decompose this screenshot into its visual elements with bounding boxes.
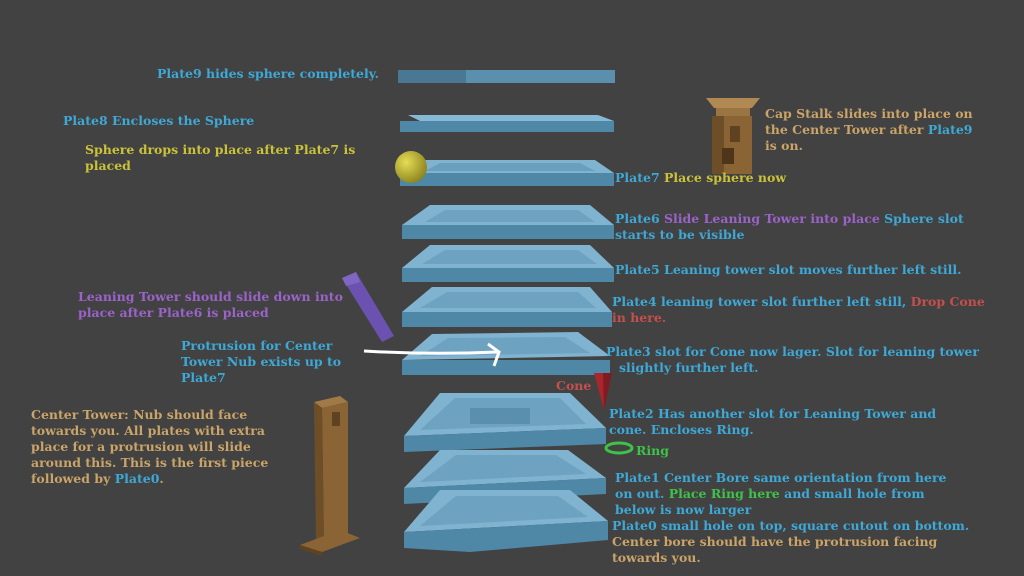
cap-stalk-note-line2: the Center Tower after Plate9	[765, 122, 973, 138]
plate9-left-label: Plate9 hides sphere completely.	[157, 66, 379, 81]
cap-stalk-note-text: the Center Tower after	[765, 122, 928, 137]
plate1-label-line2: on out. Place Ring here and small hole f…	[615, 486, 925, 502]
ring	[604, 441, 634, 455]
plate6-label-line1: Plate6 Slide Leaning Tower into place Sp…	[615, 211, 964, 227]
plate1-label-line1: Plate1 Center Bore same orientation from…	[615, 470, 947, 485]
plate7-instruction: Place sphere now	[664, 170, 787, 185]
plate4-label-line2: in here.	[612, 310, 667, 325]
plate6	[402, 205, 614, 239]
plate7-name: Plate7	[615, 170, 665, 185]
plate7-label: Plate7 Place sphere now	[615, 170, 786, 186]
plate6-sphere-slot: Sphere slot	[884, 211, 964, 226]
cone-label: Cone	[556, 378, 592, 393]
plate0-label-line3: towards you.	[612, 550, 701, 565]
plate1-label-line3: below is now larger	[615, 502, 752, 517]
sphere-note-line1: Sphere drops into place after Plate7 is	[85, 142, 356, 157]
plate5	[402, 245, 614, 282]
cap-stalk-note-line3: is on.	[765, 138, 803, 153]
leaning-tower-note-line2: place after Plate6 is placed	[78, 305, 269, 320]
plate2-label-line2: cone. Encloses Ring.	[609, 422, 754, 437]
leaning-tower	[342, 272, 394, 342]
plate5-label: Plate5 Leaning tower slot moves further …	[615, 262, 962, 277]
plate4-drop-cone: Drop Cone	[910, 294, 985, 309]
plate9	[398, 70, 615, 83]
cap-stalk-note-plate9: Plate9	[927, 122, 973, 137]
center-tower-note-line1: Center Tower: Nub should face	[31, 407, 248, 422]
plate8	[400, 115, 614, 132]
plate2	[404, 393, 606, 452]
plate8-left-label: Plate8 Encloses the Sphere	[63, 113, 255, 128]
plate1-text: on out.	[615, 486, 669, 501]
protrusion-note-line1: Protrusion for Center	[181, 338, 333, 353]
center-tower-note-line3: place for a protrusion will slide	[31, 439, 251, 454]
plate1-place-ring: Place Ring here	[668, 486, 780, 501]
center-tower-note-line2: towards you. All plates with extra	[31, 423, 265, 438]
plate0	[404, 490, 608, 552]
center-tower-note-plate0: Plate0	[114, 471, 160, 486]
center-tower-note-line4: around this. This is the first piece	[31, 455, 269, 470]
protrusion-arrow	[363, 342, 501, 367]
plate3-label-line1: Plate3 slot for Cone now lager. Slot for…	[606, 344, 979, 359]
plate6-label-line2: starts to be visible	[615, 227, 745, 242]
protrusion-note-line2: Tower Nub exists up to	[181, 354, 342, 369]
center-tower-note-period: .	[159, 471, 164, 486]
plate6-name: Plate6	[615, 211, 665, 226]
plate6-instruction: Slide Leaning Tower into place	[664, 211, 885, 226]
plate4	[402, 287, 612, 327]
sphere	[395, 151, 427, 183]
center-tower-note-text: followed by	[31, 471, 115, 486]
plate4-text: Plate4 leaning tower slot further left s…	[612, 294, 911, 309]
plate2-label-line1: Plate2 Has another slot for Leaning Towe…	[609, 406, 937, 421]
leaning-tower-note-line1: Leaning Tower should slide down into	[78, 289, 343, 304]
center-tower-note-line5: followed by Plate0.	[31, 471, 164, 487]
protrusion-note-line3: Plate7	[181, 370, 226, 385]
center-tower	[300, 396, 360, 556]
cap-stalk	[706, 98, 760, 174]
ring-label: Ring	[636, 443, 669, 458]
plate0-label-line2: Center bore should have the protrusion f…	[612, 534, 938, 549]
cone	[594, 373, 612, 410]
sphere-note-line2: placed	[85, 158, 131, 173]
plate1-text-cont: and small hole from	[779, 486, 925, 501]
cap-stalk-note-line1: Cap Stalk slides into place on	[765, 106, 973, 121]
plate0-label-line1: Plate0 small hole on top, square cutout …	[612, 518, 970, 533]
plate4-label-line1: Plate4 leaning tower slot further left s…	[612, 294, 985, 310]
plate3-label-line2: slightly further left.	[619, 360, 759, 375]
plate7	[400, 160, 614, 186]
